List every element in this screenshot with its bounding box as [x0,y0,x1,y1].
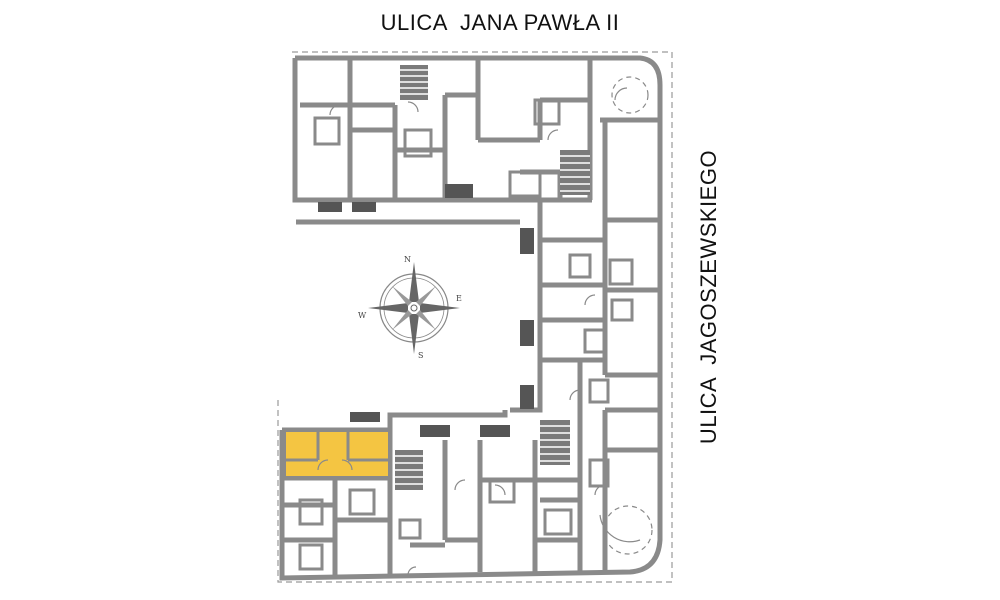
site-boundary [277,51,673,583]
compass-needle-icon [368,262,460,354]
compass-letters: N E S W [358,255,462,360]
balconies [318,184,534,437]
compass-west-letter: W [358,311,367,320]
street-label-north: ULICA JANA PAWŁA II [380,10,620,35]
door-swings [317,76,653,576]
bathroom-blocks [298,98,634,571]
compass-north-letter: N [404,255,411,264]
stair-treads [395,69,590,485]
walls [279,55,663,581]
compass-east-letter: E [456,294,462,303]
compass-south-letter: S [418,351,423,360]
highlighted-apartment[interactable] [282,428,392,480]
compass-rose [368,262,460,354]
